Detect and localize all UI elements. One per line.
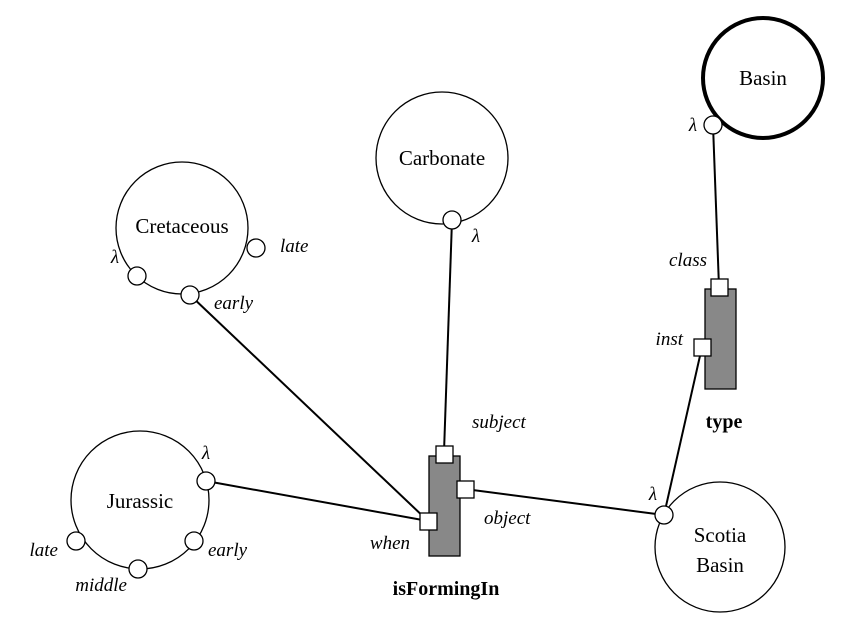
isforming-relation-bar: [428, 455, 461, 557]
node-scotia-line2: Basin: [696, 553, 744, 577]
node-cretaceous-label: Cretaceous: [135, 214, 228, 238]
cretaceous-lambda-label: λ: [110, 247, 119, 268]
edge-basin-type-class: [712, 124, 720, 288]
edge-cretaceous-early-isforming-when: [189, 294, 429, 522]
jurassic-middle-port[interactable]: [128, 559, 148, 579]
isforming-when-label: when: [370, 533, 410, 554]
isforming-relation-label: isFormingIn: [393, 578, 500, 600]
relation-isforming-in[interactable]: subject object when isFormingIn: [370, 412, 531, 600]
carbonate-lambda-port[interactable]: [442, 210, 462, 230]
node-basin[interactable]: Basin λ: [688, 16, 825, 140]
basin-lambda-label: λ: [688, 115, 697, 136]
node-carbonate[interactable]: Carbonate λ: [375, 91, 509, 247]
jurassic-early-label: early: [208, 540, 248, 561]
jurassic-early-port[interactable]: [184, 531, 204, 551]
cretaceous-lambda-port[interactable]: [127, 266, 147, 286]
type-relation-label: type: [706, 411, 743, 433]
relation-type[interactable]: class inst type: [656, 250, 743, 433]
cretaceous-early-port[interactable]: [180, 285, 200, 305]
edge-isforming-object-scotia: [464, 488, 665, 516]
edge-carbonate-isforming-subject: [443, 219, 453, 453]
edge-jurassic-lambda-isforming-when: [205, 480, 429, 522]
node-basin-label: Basin: [739, 66, 787, 90]
jurassic-late-port[interactable]: [66, 531, 86, 551]
node-jurassic[interactable]: Jurassic λ late middle early: [30, 430, 248, 596]
scotia-lambda-label: λ: [648, 484, 657, 505]
cretaceous-late-label: late: [280, 236, 309, 257]
type-inst-label: inst: [656, 329, 684, 350]
node-carbonate-label: Carbonate: [399, 146, 485, 170]
cretaceous-early-label: early: [214, 293, 254, 314]
isforming-object-port[interactable]: [456, 480, 475, 499]
carbonate-lambda-label: λ: [471, 226, 480, 247]
type-inst-port[interactable]: [693, 338, 712, 357]
scotia-lambda-port[interactable]: [654, 505, 674, 525]
node-jurassic-label: Jurassic: [107, 489, 174, 513]
node-scotia-basin[interactable]: Scotia Basin λ: [648, 481, 786, 613]
jurassic-middle-label: middle: [75, 575, 127, 596]
jurassic-lambda-label: λ: [201, 443, 210, 464]
basin-lambda-port[interactable]: [703, 115, 723, 135]
type-class-label: class: [669, 250, 707, 271]
jurassic-lambda-port[interactable]: [196, 471, 216, 491]
isforming-subject-port[interactable]: [435, 445, 454, 464]
cretaceous-late-port[interactable]: [246, 238, 266, 258]
type-class-port[interactable]: [710, 278, 729, 297]
node-cretaceous[interactable]: Cretaceous λ late early: [110, 161, 309, 314]
edge-type-inst-scotia: [663, 346, 703, 516]
jurassic-late-label: late: [30, 540, 59, 561]
isforming-subject-label: subject: [472, 412, 527, 433]
isforming-object-label: object: [484, 508, 531, 529]
node-scotia-line1: Scotia: [694, 523, 747, 547]
isforming-when-port[interactable]: [419, 512, 438, 531]
